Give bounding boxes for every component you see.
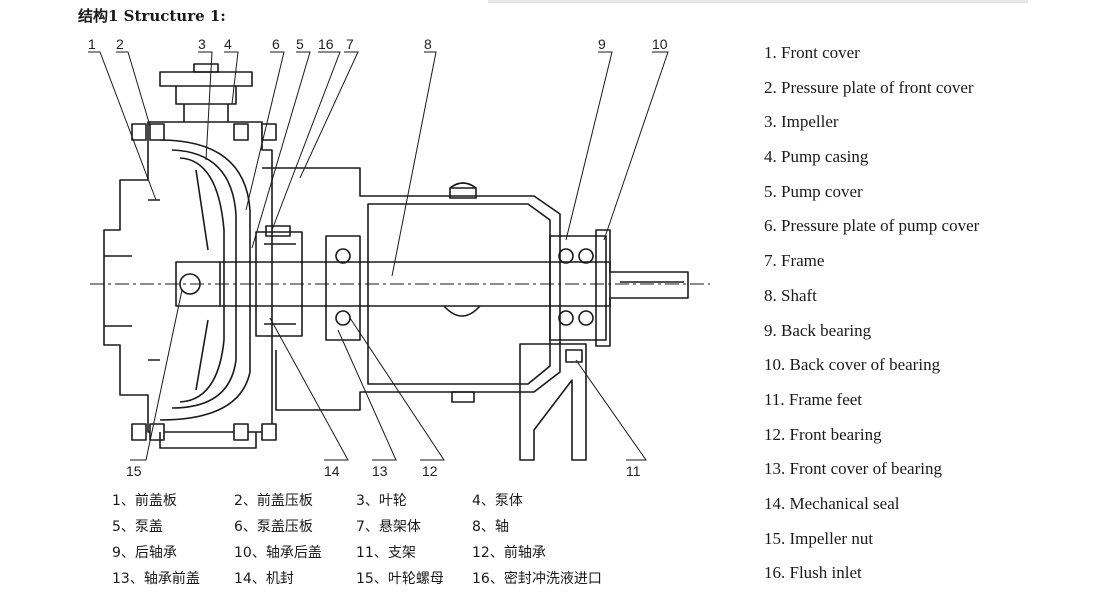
pump-cross-section-drawing: 1 2 3 4 6 5 16 7 8 9 10 15 14 13 12 11 <box>88 36 710 479</box>
casing-foot <box>159 432 257 449</box>
legend-cn-row: 1、前盖板 2、前盖压板 3、叶轮 4、泵体 <box>112 488 672 514</box>
inlet-flange <box>159 63 253 122</box>
legend-en-item: 3. Impeller <box>764 112 839 132</box>
callout-5: 5 <box>296 36 304 52</box>
legend-cn-row: 5、泵盖 6、泵盖压板 7、悬架体 8、轴 <box>112 514 672 540</box>
legend-cn-item: 12、前轴承 <box>472 545 546 561</box>
legend-cn-item: 15、叶轮螺母 <box>356 571 444 587</box>
legend-cn-item: 7、悬架体 <box>356 519 421 535</box>
legend-cn-item: 4、泵体 <box>472 493 523 509</box>
callout-15: 15 <box>126 463 142 479</box>
legend-en-item: 12. Front bearing <box>764 424 882 444</box>
legend-en-item: 13. Front cover of bearing <box>764 459 942 479</box>
leader-lines <box>88 51 669 461</box>
legend-en-item: 6. Pressure plate of pump cover <box>764 216 980 236</box>
legend-cn-item: 14、机封 <box>234 571 294 587</box>
legend-cn-row: 13、轴承前盖 14、机封 15、叶轮螺母 16、密封冲洗液进口 <box>112 566 672 592</box>
callout-11: 11 <box>626 463 641 479</box>
legend-cn-item: 10、轴承后盖 <box>234 545 322 561</box>
legend-cn-item: 9、后轴承 <box>112 545 177 561</box>
callout-14: 14 <box>324 463 340 479</box>
legend-cn-item: 11、支架 <box>356 545 416 561</box>
legend-en-item: 7. Frame <box>764 251 825 271</box>
callout-8: 8 <box>424 36 432 52</box>
legend-en-item: 16. Flush inlet <box>764 563 862 583</box>
pump-casing-body <box>103 121 273 433</box>
callout-4: 4 <box>224 36 232 52</box>
callout-7: 7 <box>346 36 354 52</box>
legend-cn-row: 9、后轴承 10、轴承后盖 11、支架 12、前轴承 <box>112 540 672 566</box>
legend-en-item: 5. Pump cover <box>764 181 863 201</box>
legend-en-item: 9. Back bearing <box>764 320 872 340</box>
callout-12: 12 <box>422 463 438 479</box>
callout-6: 6 <box>272 36 280 52</box>
legend-cn-item: 16、密封冲洗液进口 <box>472 571 602 587</box>
legend-cn-item: 2、前盖压板 <box>234 493 313 509</box>
callout-10: 10 <box>652 36 668 52</box>
legend-en-item: 1. Front cover <box>764 43 860 62</box>
legend-en-item: 11. Frame feet <box>764 389 863 409</box>
legend-en-item: 8. Shaft <box>764 285 817 305</box>
impeller <box>175 157 225 403</box>
legend-chinese: 1、前盖板 2、前盖压板 3、叶轮 4、泵体 5、泵盖 6、泵盖压板 7、悬架体 8、轴 9、后… <box>112 488 672 592</box>
legend-english: 1. Front cover 2. Pressure plate of front… <box>764 36 979 591</box>
frame <box>262 167 561 411</box>
callout-2: 2 <box>116 36 124 52</box>
front-bearing <box>325 235 361 341</box>
legend-en-item: 2. Pressure plate of front cover <box>764 77 974 97</box>
casing-bolts <box>131 123 277 441</box>
shaft <box>220 261 689 317</box>
callout-13: 13 <box>372 463 388 479</box>
frame-feet <box>519 343 587 461</box>
callout-9: 9 <box>598 36 606 52</box>
legend-cn-item: 13、轴承前盖 <box>112 571 200 587</box>
legend-en-item: 4. Pump casing <box>764 147 869 167</box>
legend-cn-item: 3、叶轮 <box>356 493 407 509</box>
legend-en-item: 14. Mechanical seal <box>764 493 900 513</box>
top-rule <box>488 0 1028 3</box>
back-bearing <box>549 229 611 347</box>
legend-en-item: 15. Impeller nut <box>764 528 874 548</box>
callout-1: 1 <box>88 36 96 52</box>
legend-cn-item: 1、前盖板 <box>112 493 177 509</box>
legend-cn-item: 8、轴 <box>472 519 509 535</box>
callout-3: 3 <box>198 36 206 52</box>
callout-16: 16 <box>318 36 334 52</box>
legend-cn-item: 6、泵盖压板 <box>234 519 313 535</box>
pump-cover <box>255 225 303 337</box>
legend-cn-item: 5、泵盖 <box>112 519 163 535</box>
diagram-title: 结构1 Structure 1: <box>78 7 226 25</box>
legend-en-item: 10. Back cover of bearing <box>764 355 941 375</box>
